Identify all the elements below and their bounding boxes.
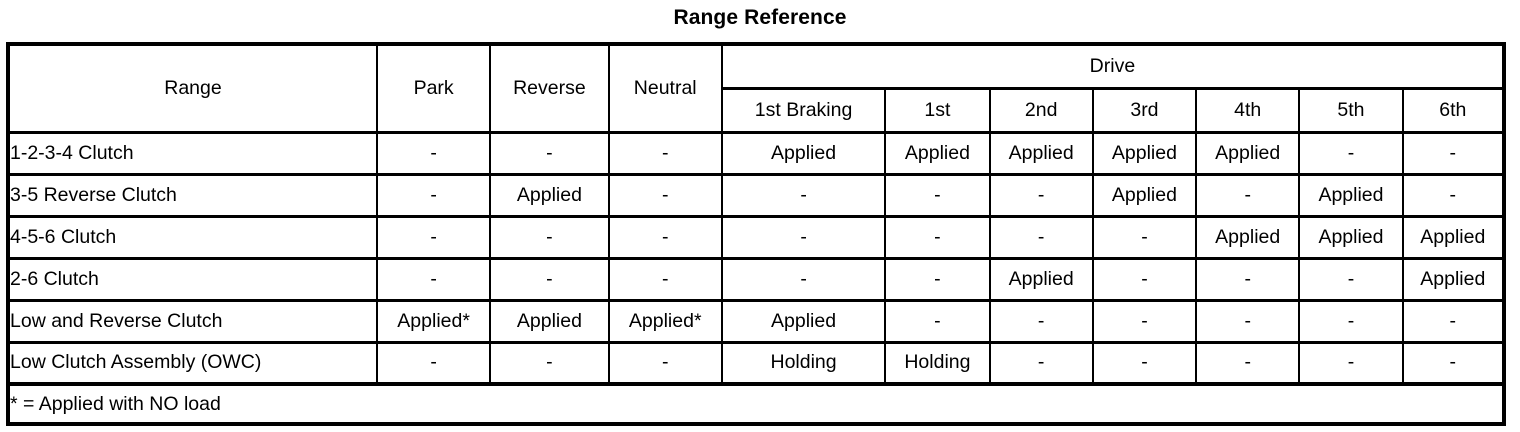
cell-neutral: Applied* [608,300,723,344]
column-header-park: Park [376,44,492,134]
column-header-3rd: 3rd [1092,88,1198,134]
cell-1st: - [885,174,991,218]
cell-2nd: Applied [989,132,1094,176]
row-label: 1-2-3-4 Clutch [8,132,378,176]
table-row: 4-5-6 Clutch - - - - - - - Applied Appli… [8,216,1504,260]
cell-park: - [376,216,492,260]
cell-2nd: - [989,342,1094,386]
cell-4th: - [1196,174,1301,218]
page-title: Range Reference [673,6,847,29]
range-reference-table-container: Range Park Reverse Neutral Drive 1st Bra… [6,42,1506,426]
cell-5th: Applied [1299,174,1404,218]
cell-4th: - [1196,342,1301,386]
cell-6th: - [1402,342,1504,386]
cell-6th: - [1402,174,1504,218]
cell-park: Applied* [376,300,492,344]
row-label: 3-5 Reverse Clutch [8,174,378,218]
row-label: Low and Reverse Clutch [8,300,378,344]
cell-1st: Applied [885,132,991,176]
cell-6th: Applied [1402,258,1504,302]
table-row: 1-2-3-4 Clutch - - - Applied Applied App… [8,132,1504,176]
cell-5th: - [1299,258,1404,302]
cell-reverse: Applied [490,174,610,218]
cell-2nd: Applied [989,258,1094,302]
cell-3rd: - [1092,216,1198,260]
cell-1st-braking: - [721,258,887,302]
table-row: 2-6 Clutch - - - - - Applied - - - Appli… [8,258,1504,302]
table-row: Low Clutch Assembly (OWC) - - - Holding … [8,342,1504,386]
cell-1st-braking: Applied [721,132,887,176]
column-header-range: Range [8,44,378,134]
footnote-row: * = Applied with NO load [8,382,1504,424]
cell-5th: - [1299,300,1404,344]
cell-neutral: - [608,216,723,260]
cell-4th: Applied [1196,132,1301,176]
cell-3rd: - [1092,258,1198,302]
column-group-header-drive: Drive [721,44,1504,90]
column-header-neutral: Neutral [608,44,723,134]
table-footnote: * = Applied with NO load [8,382,1504,424]
cell-1st: - [885,300,991,344]
column-header-1st: 1st [885,88,991,134]
cell-park: - [376,174,492,218]
column-header-6th: 6th [1402,88,1504,134]
cell-1st: - [885,258,991,302]
cell-reverse: - [490,258,610,302]
cell-5th: - [1299,342,1404,386]
cell-reverse: - [490,342,610,386]
cell-6th: Applied [1402,216,1504,260]
cell-neutral: - [608,342,723,386]
cell-1st-braking: - [721,174,887,218]
cell-1st-braking: Holding [721,342,887,386]
cell-1st: - [885,216,991,260]
table-header: Range Park Reverse Neutral Drive 1st Bra… [8,44,1504,134]
cell-reverse: - [490,132,610,176]
cell-4th: - [1196,300,1301,344]
table-row: Low and Reverse Clutch Applied* Applied … [8,300,1504,344]
table-body: 1-2-3-4 Clutch - - - Applied Applied App… [8,132,1504,424]
row-label: 2-6 Clutch [8,258,378,302]
cell-3rd: Applied [1092,132,1198,176]
cell-neutral: - [608,132,723,176]
column-header-2nd: 2nd [989,88,1094,134]
cell-1st-braking: Applied [721,300,887,344]
cell-6th: - [1402,300,1504,344]
header-row-top: Range Park Reverse Neutral Drive [8,44,1504,134]
cell-neutral: - [608,174,723,218]
cell-2nd: - [989,300,1094,344]
column-header-4th: 4th [1196,88,1301,134]
range-reference-table: Range Park Reverse Neutral Drive 1st Bra… [6,42,1506,426]
cell-4th: - [1196,258,1301,302]
cell-5th: Applied [1299,216,1404,260]
cell-4th: Applied [1196,216,1301,260]
row-label: Low Clutch Assembly (OWC) [8,342,378,386]
row-label: 4-5-6 Clutch [8,216,378,260]
cell-reverse: - [490,216,610,260]
cell-neutral: - [608,258,723,302]
cell-1st-braking: - [721,216,887,260]
cell-park: - [376,132,492,176]
column-header-reverse: Reverse [490,44,610,134]
header-row-gears: 1st Braking 1st 2nd 3rd 4th 5th 6th [8,88,1504,134]
cell-2nd: - [989,174,1094,218]
cell-2nd: - [989,216,1094,260]
cell-3rd: - [1092,342,1198,386]
cell-3rd: Applied [1092,174,1198,218]
cell-1st: Holding [885,342,991,386]
table-row: 3-5 Reverse Clutch - Applied - - - - App… [8,174,1504,218]
cell-5th: - [1299,132,1404,176]
cell-park: - [376,258,492,302]
cell-reverse: Applied [490,300,610,344]
cell-3rd: - [1092,300,1198,344]
cell-6th: - [1402,132,1504,176]
column-header-5th: 5th [1299,88,1404,134]
cell-park: - [376,342,492,386]
column-header-1st-braking: 1st Braking [721,88,887,134]
